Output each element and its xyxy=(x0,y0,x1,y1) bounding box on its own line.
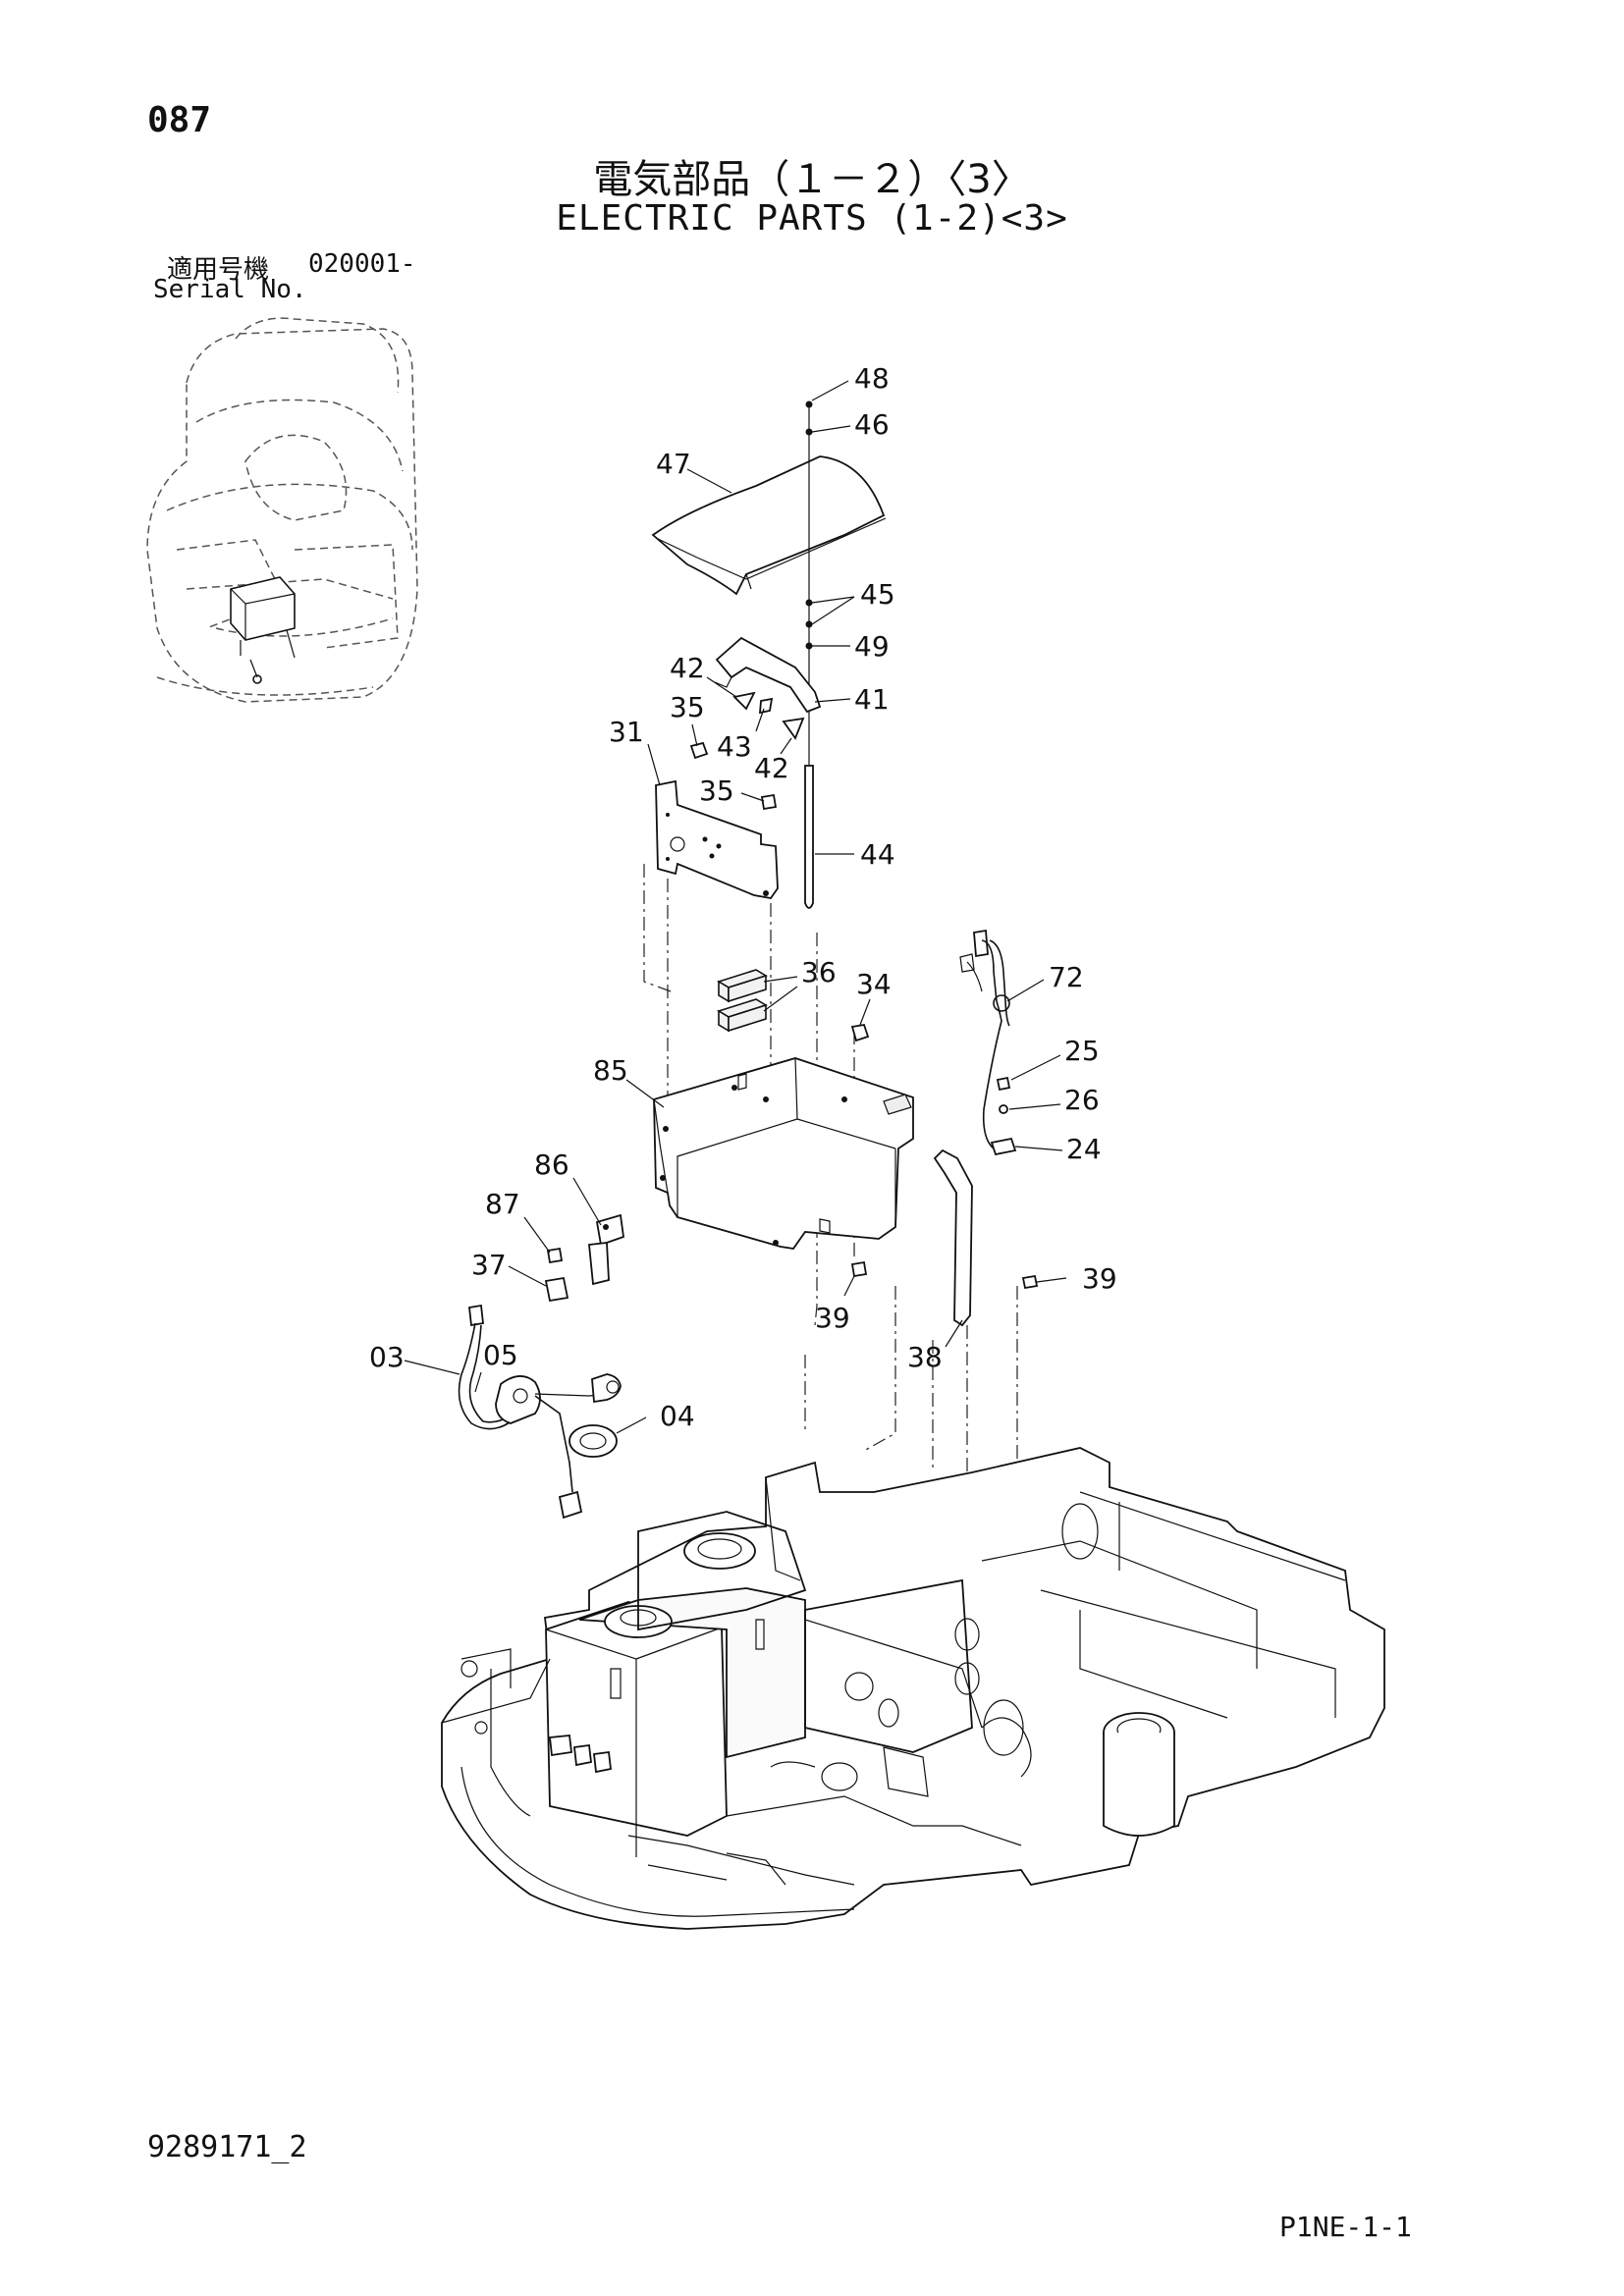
callout-49: 49 xyxy=(854,630,890,663)
part-34-nut xyxy=(850,1023,870,1042)
part-04-ring xyxy=(568,1424,618,1458)
part-85-box xyxy=(653,1057,914,1250)
part-25-26-24-fasteners xyxy=(990,1076,1017,1156)
callout-85: 85 xyxy=(593,1054,628,1087)
callout-labels: 48 46 47 45 49 42 41 35 43 42 31 35 44 3… xyxy=(369,362,1117,1432)
callout-42-upper: 42 xyxy=(670,652,705,684)
callout-26: 26 xyxy=(1064,1084,1100,1116)
callout-35-lower: 35 xyxy=(699,774,734,807)
callout-87: 87 xyxy=(485,1188,520,1220)
part-41-bracket xyxy=(714,636,822,714)
part-36-pads xyxy=(717,969,768,1033)
part-05-sensor xyxy=(495,1373,622,1520)
drawing-number: 9289171_2 xyxy=(147,2130,307,2164)
part-31-bracket xyxy=(655,779,779,899)
callout-48: 48 xyxy=(854,362,890,395)
callout-45: 45 xyxy=(860,578,895,611)
callout-39-right: 39 xyxy=(1082,1262,1117,1295)
serial-label-jp: 適用号機 xyxy=(167,255,270,285)
callout-36: 36 xyxy=(801,956,837,988)
callout-44: 44 xyxy=(860,838,895,871)
serial-range: 020001- xyxy=(308,249,416,279)
callout-35-upper: 35 xyxy=(670,691,705,723)
callout-39-left: 39 xyxy=(815,1302,850,1334)
callout-47: 47 xyxy=(656,448,691,480)
callout-41: 41 xyxy=(854,683,890,716)
callout-42-lower: 42 xyxy=(754,752,789,784)
callout-37: 37 xyxy=(471,1249,507,1281)
part-44-rod xyxy=(804,765,814,909)
part-39-bolts xyxy=(850,1260,1039,1290)
part-86-plate xyxy=(588,1213,624,1286)
page-title-jp: 電気部品（１－２）〈3〉 xyxy=(593,157,1031,202)
callout-86: 86 xyxy=(534,1148,569,1181)
serial-label-en: Serial No. xyxy=(153,275,307,304)
part-38-strap xyxy=(933,1148,973,1327)
part-42-43-clips xyxy=(732,691,805,740)
part-35-bolts xyxy=(689,741,778,811)
page-title-en: ELECTRIC PARTS (1-2)<3> xyxy=(556,198,1068,239)
main-frame xyxy=(441,1447,1385,1930)
page-code: P1NE-1-1 xyxy=(1279,2211,1412,2243)
callout-43: 43 xyxy=(717,730,752,763)
callout-46: 46 xyxy=(854,408,890,441)
callout-31: 31 xyxy=(609,716,644,748)
part-87-bolt xyxy=(546,1247,564,1264)
callout-05: 05 xyxy=(483,1339,518,1371)
part-03-harness xyxy=(458,1304,536,1430)
callout-24: 24 xyxy=(1066,1133,1102,1165)
callout-72: 72 xyxy=(1049,961,1084,993)
callout-25: 25 xyxy=(1064,1035,1100,1067)
callout-03: 03 xyxy=(369,1341,405,1373)
callout-04: 04 xyxy=(660,1400,695,1432)
callout-34: 34 xyxy=(856,968,892,1000)
callout-leaders xyxy=(404,380,1067,1434)
callout-38: 38 xyxy=(907,1341,943,1373)
part-72-harness xyxy=(959,929,1010,1149)
part-47-cover xyxy=(651,455,887,596)
part-48-46-45-49-fasteners xyxy=(805,400,813,650)
page-number: 087 xyxy=(147,100,212,140)
part-37-block xyxy=(544,1276,569,1303)
inset-machine-view xyxy=(146,317,418,703)
